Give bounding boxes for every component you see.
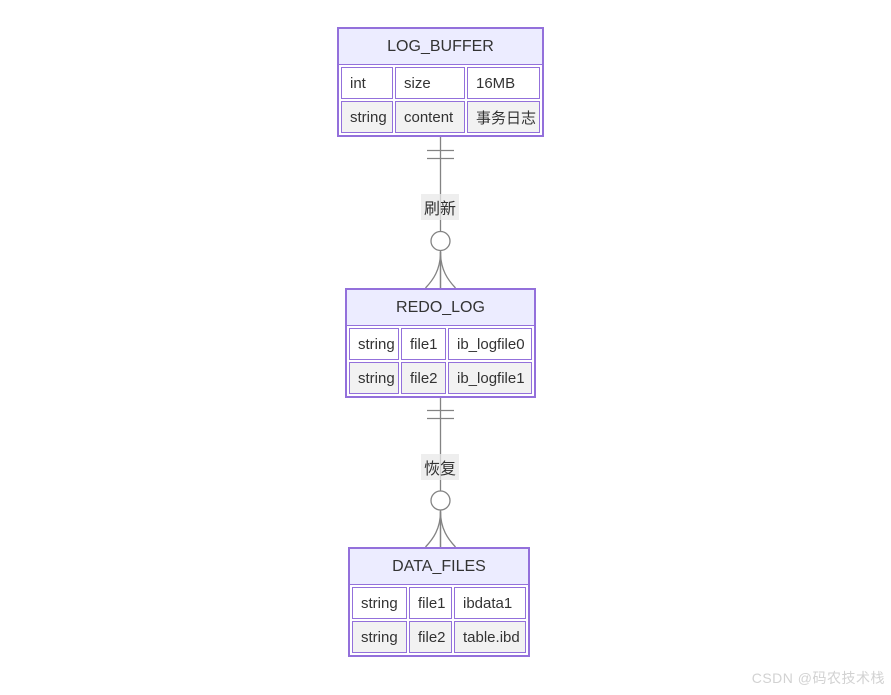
attr-name: file2	[409, 621, 452, 653]
attr-type: string	[352, 587, 407, 619]
attr-name: size	[395, 67, 465, 99]
zero-or-many-cardinality-icon	[425, 490, 456, 548]
relationship-label-recover: 恢复	[420, 454, 460, 480]
attr-name: content	[395, 101, 465, 133]
attribute-grid: int size 16MB string content 事务日志	[339, 65, 542, 135]
entity-title: REDO_LOG	[347, 290, 534, 326]
attr-comment: ib_logfile0	[448, 328, 532, 360]
attr-name: file1	[401, 328, 446, 360]
attr-type: string	[349, 328, 399, 360]
attr-type: string	[349, 362, 399, 394]
entity-log-buffer: LOG_BUFFER int size 16MB string content …	[337, 27, 544, 137]
csdn-watermark: CSDN @码农技术栈	[751, 670, 885, 686]
attr-comment: 16MB	[467, 67, 540, 99]
attr-comment: ib_logfile1	[448, 362, 532, 394]
entity-title: DATA_FILES	[350, 549, 528, 585]
attr-name: file1	[409, 587, 452, 619]
attribute-grid: string file1 ibdata1 string file2 table.…	[350, 585, 528, 655]
attr-comment: ibdata1	[454, 587, 526, 619]
attr-type: string	[352, 621, 407, 653]
attr-type: string	[341, 101, 393, 133]
relationship-label-refresh: 刷新	[420, 194, 460, 220]
entity-redo-log: REDO_LOG string file1 ib_logfile0 string…	[345, 288, 536, 398]
exactly-one-cardinality-icon	[427, 409, 454, 420]
attr-comment: table.ibd	[454, 621, 526, 653]
attr-type: int	[341, 67, 393, 99]
entity-title: LOG_BUFFER	[339, 29, 542, 65]
attribute-grid: string file1 ib_logfile0 string file2 ib…	[347, 326, 534, 396]
attr-name: file2	[401, 362, 446, 394]
zero-or-many-cardinality-icon	[425, 230, 456, 289]
relationship-recover	[425, 395, 456, 548]
attr-comment: 事务日志	[467, 101, 540, 133]
entity-data-files: DATA_FILES string file1 ibdata1 string f…	[348, 547, 530, 657]
exactly-one-cardinality-icon	[427, 149, 454, 160]
